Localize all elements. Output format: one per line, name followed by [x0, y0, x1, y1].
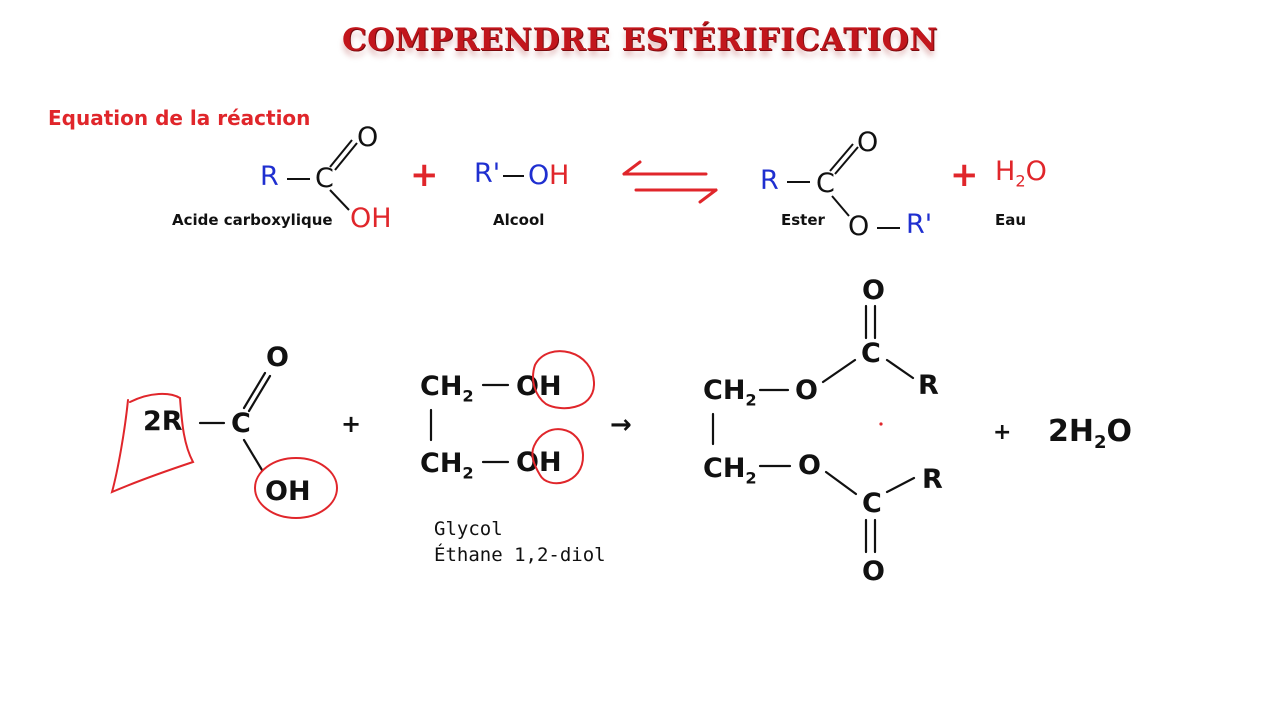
section-heading: Equation de la réaction — [48, 106, 311, 130]
alcohol-o: O — [528, 160, 550, 191]
acid-coefficient-r: 2R — [143, 406, 183, 437]
ester-label: Ester — [781, 211, 825, 229]
acid-c: C — [231, 408, 251, 439]
product-c-bottom: C — [862, 488, 882, 519]
acid-c: C — [315, 163, 334, 194]
alcohol-h: H — [549, 160, 570, 191]
glycol-ch2-top: CH2 — [420, 371, 474, 406]
product-r-bottom: R — [922, 464, 943, 495]
water-product: 2H2O — [1048, 414, 1133, 453]
acid-oh: OH — [265, 476, 311, 507]
alcohol-label: Alcool — [493, 211, 545, 229]
product-carbonyl-o-bottom: O — [862, 556, 885, 587]
acid-o: O — [357, 122, 379, 153]
acid-label: Acide carboxylique — [172, 211, 333, 229]
glycol-ch2-bottom: CH2 — [420, 448, 474, 483]
ester-r-prime: R' — [906, 209, 933, 240]
acid-o: O — [266, 342, 289, 373]
product-o-top: O — [795, 375, 818, 406]
reaction-arrow: → — [610, 410, 632, 440]
glycol-label: Glycol — [434, 518, 503, 540]
plus-sign: + — [410, 155, 439, 195]
ester-c: C — [816, 168, 835, 199]
acid-oh: OH — [350, 203, 392, 234]
alcohol-r: R' — [474, 158, 501, 189]
plus-sign: + — [950, 155, 979, 195]
product-ch2-bottom: CH2 — [703, 453, 757, 488]
page-title: COMPRENDRE ESTÉRIFICATION — [341, 22, 939, 58]
product-carbonyl-o-top: O — [862, 275, 885, 306]
water-label: Eau — [995, 211, 1027, 229]
product-o-bottom: O — [798, 450, 821, 481]
ester-r: R — [760, 165, 779, 196]
water-formula: H2O — [995, 156, 1047, 191]
product-c-top: C — [861, 338, 881, 369]
acid-r: R — [260, 161, 279, 192]
glycol-iupac-label: Éthane 1,2-diol — [434, 544, 606, 566]
plus-sign: + — [993, 420, 1012, 445]
ester-o: O — [848, 211, 870, 242]
product-ch2-top: CH2 — [703, 375, 757, 410]
plus-sign: + — [341, 410, 362, 438]
ester-o-top: O — [857, 127, 879, 158]
product-r-top: R — [918, 370, 939, 401]
